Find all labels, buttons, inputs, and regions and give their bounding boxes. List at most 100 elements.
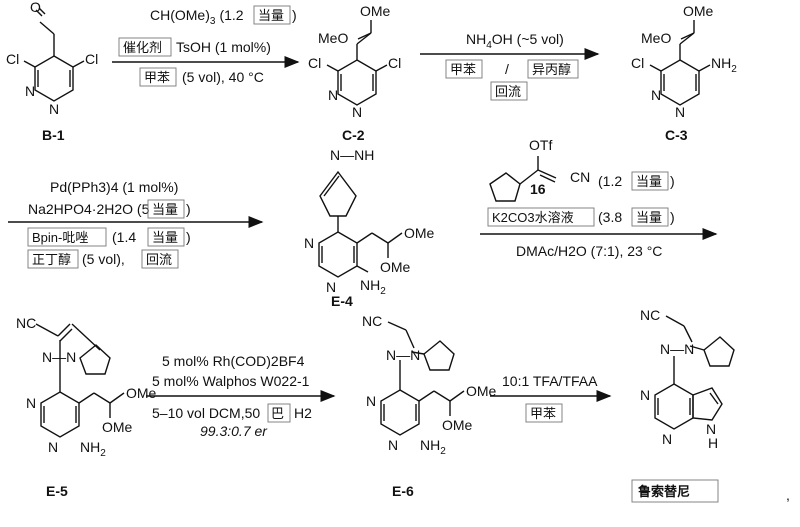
- e6-nitrile: NC: [362, 313, 382, 329]
- step1-reagent: CH(OMe): [150, 7, 210, 23]
- e4-n-bottom: N: [326, 279, 336, 295]
- e6-pyrazole-n: N—N: [386, 347, 420, 363]
- step5-ligand: 5 mol% Walphos W022-1: [152, 373, 310, 389]
- step3-boronate-box: Bpin-吡唑: [32, 230, 88, 245]
- step2-reflux-box: 回流: [495, 84, 521, 99]
- svg-text:NH2: NH2: [711, 55, 737, 75]
- step4-solvent: DMAc/H2O (7:1), 23 °C: [516, 243, 662, 259]
- svg-text:(1.4: (1.4: [112, 229, 136, 245]
- svg-text:/: /: [505, 61, 509, 77]
- step3-base-equiv-box: 当量: [152, 202, 178, 217]
- e5-ome-bottom: OMe: [102, 419, 133, 435]
- step3-reflux-box: 回流: [146, 252, 172, 267]
- step3-solvent-box: 正丁醇: [32, 252, 71, 267]
- e5-nitrile: NC: [16, 315, 36, 331]
- e6-ome-bottom: OMe: [442, 417, 473, 433]
- step1-solvent-box: 甲苯: [144, 70, 170, 85]
- b1-cl-right: Cl: [85, 51, 98, 67]
- svg-text:H2: H2: [294, 405, 312, 421]
- reagent-16: OTf CN 16 (1.2 当量 ): [489, 137, 675, 202]
- step5-conditions: 5 mol% Rh(COD)2BF4 5 mol% Walphos W022-1…: [146, 353, 336, 439]
- c3-label: C-3: [665, 127, 688, 143]
- product-n-left: N: [640, 387, 650, 403]
- c3-n-bottom: N: [675, 104, 685, 120]
- step1-equiv-box: 当量: [258, 8, 284, 23]
- svg-text:CH(OMe)3(1.2: CH(OMe)3(1.2: [150, 7, 244, 27]
- e6-ome-top: OMe: [466, 383, 497, 399]
- svg-text:): ): [186, 229, 191, 245]
- e5-n-left: N: [26, 395, 36, 411]
- svg-text:NH2: NH2: [360, 277, 386, 297]
- e4-ome-top: OMe: [404, 225, 435, 241]
- e5-pyrazole-n: N—N: [42, 349, 76, 365]
- c2-cl-left: Cl: [308, 55, 321, 71]
- b1-n-bottom: N: [49, 101, 59, 117]
- step4-base-box: K2CO3水溶液: [492, 210, 574, 225]
- svg-text:(1.2: (1.2: [598, 173, 622, 189]
- step3-base: Na2HPO4·2H2O (5: [28, 201, 150, 217]
- svg-text:): ): [670, 209, 675, 225]
- product-pyrrole-n: N: [706, 421, 716, 437]
- svg-text:(5 vol),: (5 vol),: [82, 251, 125, 267]
- compound-c2: OMe MeO Cl Cl N N C-2: [308, 3, 401, 143]
- step2-conditions: NH4OH (~5 vol) 甲苯 / 异丙醇 回流: [420, 31, 600, 101]
- c2-n-left: N: [328, 87, 338, 103]
- e5-nh2: NH: [80, 439, 100, 455]
- step3-boronate-equiv-box: 当量: [152, 230, 178, 245]
- e4-ome-bottom: OMe: [380, 259, 411, 275]
- b1-aldehyde-o: O: [30, 0, 41, 15]
- e5-ome-top: OMe: [126, 385, 157, 401]
- compound-e4: N—NH OMe OMe N N NH2 E-4: [304, 147, 435, 309]
- step3-catalyst: Pd(PPh3)4 (1 mol%): [50, 179, 178, 195]
- c3-nh2: NH: [711, 55, 731, 71]
- svg-text:NH2: NH2: [80, 439, 106, 459]
- step1-catalyst-box: 催化剂: [123, 40, 162, 55]
- c2-n-bottom: N: [352, 104, 362, 120]
- step6-solvent-box: 甲苯: [530, 406, 556, 421]
- step5-solvent-pressure: 5–10 vol DCM,50: [152, 405, 260, 421]
- step1-conditions: CH(OMe)3(1.2 当量 ) 催化剂 TsOH (1 mol%) 甲苯 (…: [112, 5, 300, 87]
- e5-n-bottom: N: [48, 439, 58, 455]
- e4-n-left: N: [304, 235, 314, 251]
- step5-bar-box: 巴: [271, 406, 284, 421]
- b1-label: B-1: [42, 127, 65, 143]
- reagent16-equiv-box: 当量: [636, 174, 662, 189]
- step6-reagent: 10:1 TFA/TFAA: [502, 373, 598, 389]
- e4-nh2: NH: [360, 277, 380, 293]
- step4-conditions: K2CO3水溶液 (3.8 当量 ) DMAc/H2O (7:1), 23 °C: [480, 207, 718, 259]
- product-n-bottom: N: [662, 431, 672, 447]
- step5-er: 99.3:0.7 er: [200, 423, 268, 439]
- reagent16-cn: CN: [570, 169, 590, 185]
- c3-n-left: N: [651, 87, 661, 103]
- reagent16-label: 16: [530, 181, 546, 197]
- compound-b1: O Cl Cl N N B-1: [6, 0, 98, 143]
- svg-text:(3.8: (3.8: [598, 209, 622, 225]
- e6-nh2: NH: [420, 437, 440, 453]
- step2-solvent-b-box: 异丙醇: [532, 62, 571, 77]
- step6-conditions: 10:1 TFA/TFAA 甲苯: [490, 373, 612, 423]
- product-label: 鲁索替尼: [638, 484, 690, 499]
- svg-text:NH2: NH2: [420, 437, 446, 457]
- e4-label: E-4: [331, 293, 353, 309]
- c2-label: C-2: [342, 127, 365, 143]
- product-pyrazole-n: N—N: [660, 341, 694, 357]
- step1-catalyst: TsOH (1 mol%): [176, 39, 271, 55]
- c3-cl: Cl: [631, 55, 644, 71]
- b1-cl-left: Cl: [6, 51, 19, 67]
- svg-text:NH4OH (~5 vol): NH4OH (~5 vol): [466, 31, 564, 51]
- step4-equiv-box: 当量: [636, 210, 662, 225]
- e4-pyrazole-nh: N—NH: [330, 147, 374, 163]
- product-nitrile: NC: [640, 307, 660, 323]
- product-pyrrole-h: H: [708, 435, 718, 451]
- step3-conditions: Pd(PPh3)4 (1 mol%) Na2HPO4·2H2O (5 当量 ) …: [8, 179, 264, 269]
- e6-n-bottom: N: [388, 437, 398, 453]
- e6-label: E-6: [392, 483, 414, 499]
- step1-solvent-conditions: (5 vol), 40 °C: [182, 69, 264, 85]
- c3-meo: MeO: [641, 30, 671, 46]
- c2-cl-right: Cl: [388, 55, 401, 71]
- step2-reagent: NH: [466, 31, 486, 47]
- compound-e5: NC N—N OMe OMe N N NH2 E-5: [16, 315, 157, 499]
- svg-text:): ): [670, 173, 675, 189]
- compound-e6: NC N—N OMe OMe N N NH2 E-6: [362, 313, 497, 499]
